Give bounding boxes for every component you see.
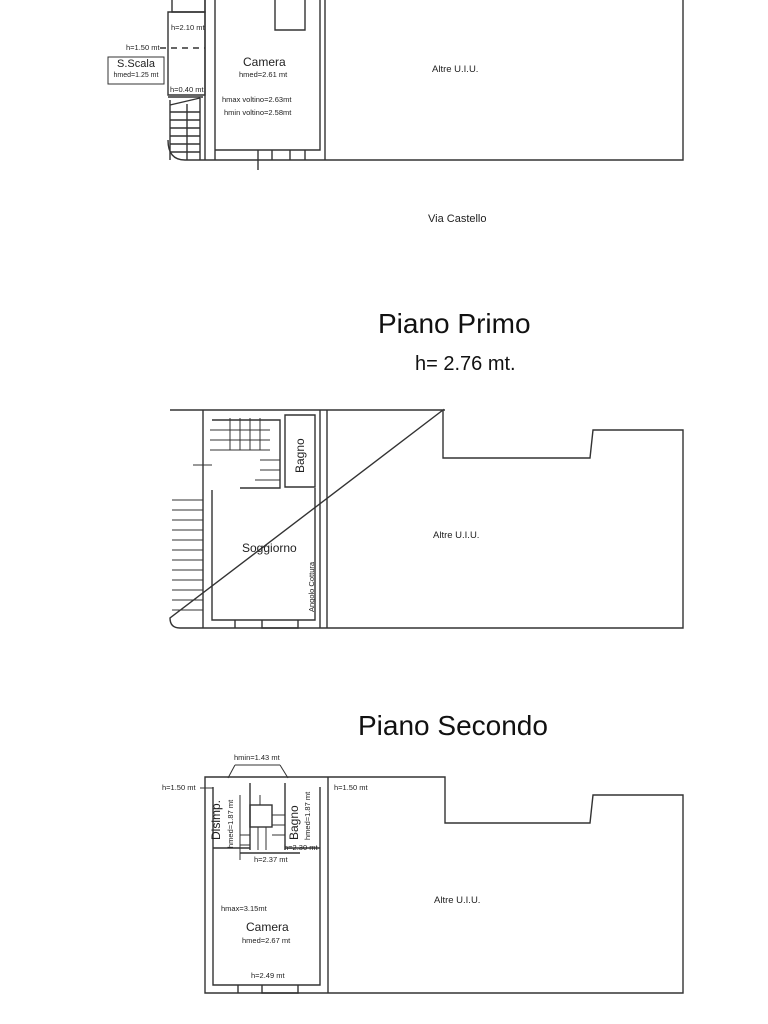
ground-floor-walls [160,0,684,170]
room-name: Altre U.I.U. [434,895,481,906]
height-label: h=0.40 mt [170,85,204,94]
second-floor-walls [200,764,684,994]
room-hmed: hmed=1.87 mt [303,791,312,840]
floor-title: Piano Primo [378,308,531,339]
stair-label-box [107,56,165,85]
room-hmed: hmed=1.25 mt [113,72,159,79]
room-hmin: hmin voltino=2.58mt [224,108,292,117]
height-label: h=1.50 mt [162,783,196,792]
height-label: h=1.50 mt [334,783,368,792]
height-label: h=2.30 mt [284,843,318,852]
street-label: Via Castello [428,213,487,225]
room-hmed: hmed=2.67 mt [242,936,291,945]
height-label: h=2.10 mt [171,23,205,32]
height-label: h=2.37 mt [254,855,288,864]
height-label: hmin=1.43 mt [234,753,280,762]
room-name: Bagno [287,805,301,840]
first-floor-walls [169,408,684,629]
room-hmax: hmax voltino=2.63mt [222,95,292,104]
height-label: h=2.49 mt [251,971,285,980]
room-name: S.Scala [117,58,155,70]
room-name: Altre U.I.U. [433,530,480,541]
room-name: Altre U.I.U. [432,64,479,75]
room-name: Camera [243,55,286,69]
room-name: Soggiorno [242,541,297,555]
room-name: Bagno [293,438,307,473]
stair-box: S.Scala hmed=1.25 mt [109,58,163,80]
height-label: h=1.50 mt [126,43,160,52]
room-name: Disimp. [209,799,223,840]
floor-title: Piano Secondo [358,710,548,741]
room-hmed: hmed=1.87 mt [226,799,235,848]
room-hmax: hmax=3.15mt [221,904,267,913]
floor-height: h= 2.76 mt. [415,353,516,375]
room-name: Angolo Cottura [307,561,316,612]
room-name: Camera [246,920,289,934]
room-hmed: hmed=2.61 mt [239,70,288,79]
